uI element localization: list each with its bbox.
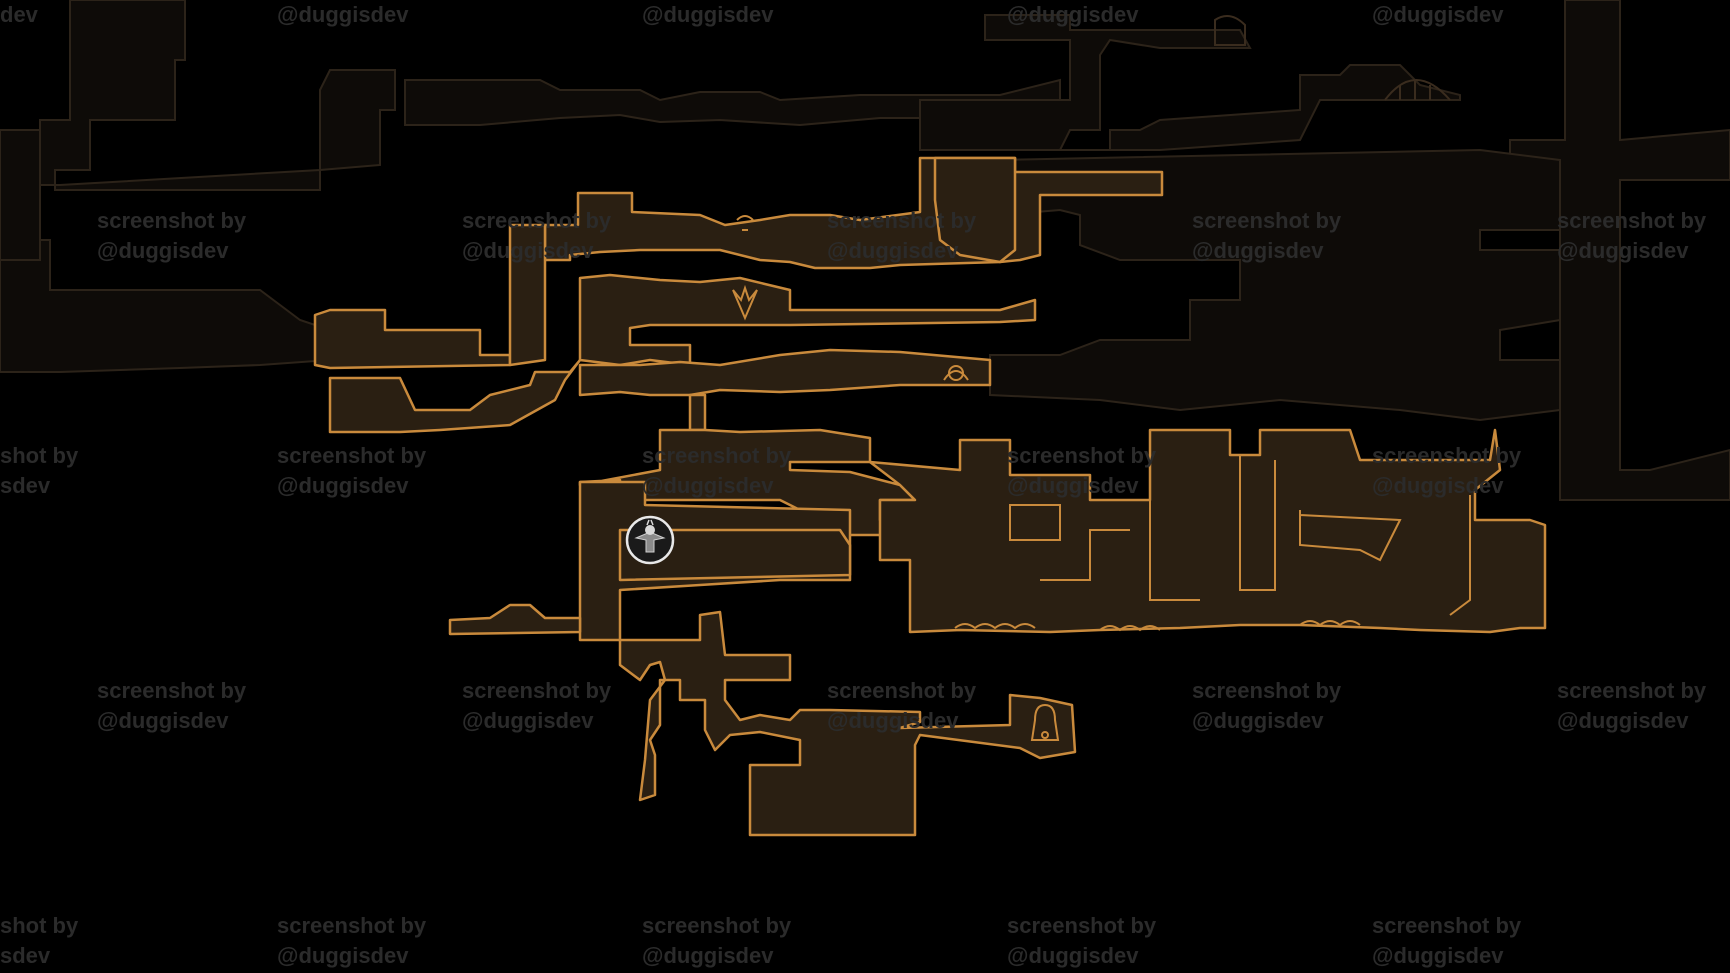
ridge-east-2	[1099, 625, 1161, 632]
unexplored-neighbor-areas	[0, 0, 1730, 501]
faded-room-top-center	[919, 14, 1461, 151]
room-middle-corridor	[578, 273, 1037, 367]
map-landmarks	[732, 215, 1060, 741]
ridge-east	[954, 623, 1036, 630]
faded-room-left	[0, 239, 331, 373]
ridge-east-3	[1299, 620, 1361, 627]
bench-icon	[1214, 15, 1246, 46]
room-center-vertical	[508, 223, 547, 367]
faded-room-top-left	[0, 0, 396, 191]
inner-wall-2	[1239, 455, 1276, 591]
room-interior-ridges	[954, 455, 1471, 632]
room-shaft-link	[688, 393, 707, 432]
inner-wall-5	[1009, 504, 1061, 541]
inner-wall-4	[1449, 495, 1471, 616]
room-upper-shaft	[933, 156, 1017, 264]
lever-icon	[736, 215, 754, 231]
room-lower-left-corridor	[448, 603, 582, 636]
room-east-complex	[868, 428, 1547, 634]
grub-icon	[943, 365, 969, 381]
room-middle-long	[578, 348, 992, 397]
room-left-lower	[328, 358, 582, 434]
inner-wall-6	[1040, 529, 1130, 581]
knight-marker-icon	[634, 519, 666, 553]
player-marker[interactable]	[625, 515, 675, 565]
room-left-corridor	[313, 308, 512, 370]
inner-wall-1	[1149, 500, 1200, 601]
inner-wall-3	[1299, 510, 1402, 562]
thorn-icon	[732, 284, 758, 321]
faded-corridor-top	[404, 78, 1061, 127]
room-lower-branch	[618, 610, 1077, 837]
dome-icon	[1384, 79, 1451, 101]
room-player-chamber	[618, 528, 852, 582]
faded-room-left-small	[0, 129, 41, 261]
bell-icon	[1030, 703, 1060, 741]
faded-landmarks	[1214, 15, 1451, 101]
faded-room-right-mid	[989, 148, 1561, 422]
